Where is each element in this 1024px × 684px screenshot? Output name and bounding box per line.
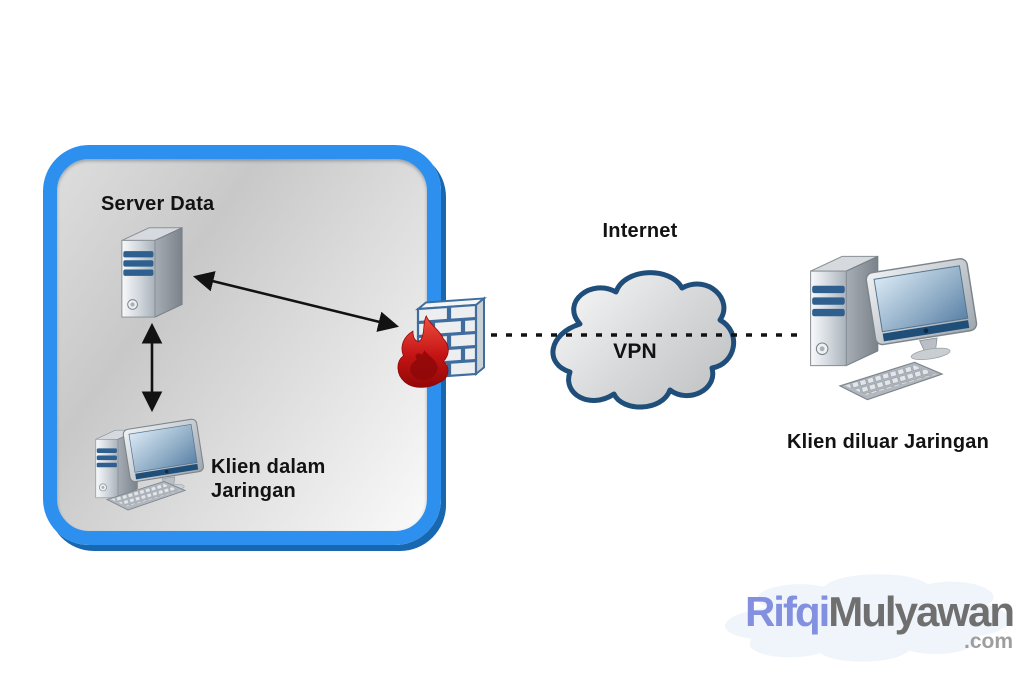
watermark-suffix: .com — [963, 630, 1013, 653]
internet-label: Internet — [602, 220, 678, 242]
vpn-label: VPN — [613, 340, 657, 363]
watermark: RifqiMulyawan .com — [695, 570, 1017, 670]
watermark-cloud-icon — [725, 574, 1010, 662]
internal-client-label: Klien dalam Jaringan — [211, 456, 326, 502]
server-firewall-arrow — [192, 271, 400, 332]
flame-icon — [397, 314, 449, 388]
server-icon — [121, 227, 183, 318]
external-client-label: Klien diluar Jaringan — [786, 431, 990, 453]
watermark-brand-first: Rifqi — [744, 588, 830, 635]
server-label: Server Data — [101, 193, 215, 215]
watermark-brand: RifqiMulyawan — [744, 588, 1015, 636]
firewall-icon — [397, 296, 487, 388]
internet-cloud-icon — [550, 270, 737, 410]
watermark-brand-second: Mulyawan — [828, 588, 1015, 635]
